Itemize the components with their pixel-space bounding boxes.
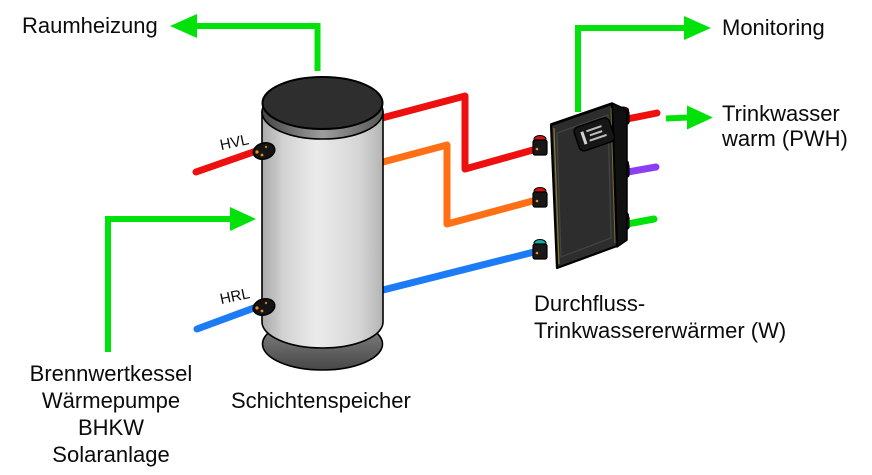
display-text-line (589, 133, 607, 142)
dhw-warm-label-line1: Trinkwasser (722, 101, 840, 126)
monitoring-arrow-line (575, 25, 685, 112)
pipe-mid-zigzag (375, 141, 544, 228)
heat-sources-label: Brennwertkessel Wärmepumpe BHKW Solaranl… (8, 360, 214, 468)
heat-sources-arrow (105, 207, 256, 352)
room-heating-label: Raumheizung (22, 13, 158, 38)
port-screw-dot (535, 199, 539, 203)
port-boss (532, 139, 548, 156)
heat-source-item: Brennwertkessel (29, 361, 193, 386)
station-edge-accent (553, 127, 560, 265)
room-heating-arrow (170, 14, 321, 71)
heat-source-item: Wärmepumpe (41, 388, 181, 413)
port-boss (532, 243, 548, 260)
hrl-screw-dot (260, 309, 264, 313)
hrl-fitting (252, 298, 276, 316)
monitoring-arrowhead-icon (684, 16, 711, 40)
station-cover-panel (556, 114, 612, 258)
pipe-cold-to-exchanger (375, 247, 542, 295)
hvl-fitting (252, 142, 276, 160)
hvl-screw-dot (264, 145, 268, 149)
heat-sources-arrowhead-icon (230, 207, 256, 231)
storage-tank-label: Schichtenspeicher (231, 388, 411, 413)
pipe-hot-zigzag (374, 92, 544, 173)
monitoring-label: Monitoring (722, 15, 825, 40)
pipe-hvl-supply (192, 145, 266, 176)
dhw-warm-arrowhead-icon (687, 105, 713, 130)
storage-tank (252, 76, 384, 371)
port-boss (532, 191, 548, 208)
tank-body (261, 111, 384, 349)
monitoring-arrow (575, 16, 711, 112)
dhw-warm-arrow-line (665, 114, 689, 122)
display-text-line (589, 130, 603, 137)
dhw-warm-arrow (665, 105, 713, 130)
heat-sources-arrow-line (105, 216, 231, 352)
heat-source-item: BHKW (78, 415, 144, 440)
station-display (573, 117, 616, 152)
port-screw-dot (535, 147, 539, 151)
tank-port-hrl (252, 298, 276, 316)
exchanger-label: Durchfluss- Trinkwassererwärmer (W) (534, 290, 786, 344)
dhw-warm-label-line2: warm (PWH) (722, 126, 848, 151)
station-left-ports (532, 135, 548, 260)
dhw-warm-label: Trinkwasser warm (PWH) (722, 101, 848, 151)
exchanger-label-line1: Durchfluss- (534, 291, 646, 316)
hvl-screw-dot (260, 153, 264, 157)
room-heating-arrowhead-icon (170, 14, 197, 38)
display-text-line (586, 125, 602, 133)
port-screw-dot (535, 251, 539, 255)
hrl-screw-dot (264, 301, 268, 305)
tank-port-hvl (252, 142, 276, 160)
pipes (192, 92, 661, 333)
display-logo-bar (580, 131, 588, 145)
heat-source-item: Solaranlage (52, 442, 170, 467)
exchanger-label-line2: Trinkwassererwärmer (W) (534, 318, 787, 343)
freshwater-station (532, 102, 630, 270)
hrl-screw-dot (255, 306, 259, 310)
pipe-hrl-return (193, 301, 266, 333)
hvl-screw-dot (255, 150, 259, 154)
tank-lid (261, 76, 384, 130)
room-heating-arrow-line (196, 23, 321, 71)
